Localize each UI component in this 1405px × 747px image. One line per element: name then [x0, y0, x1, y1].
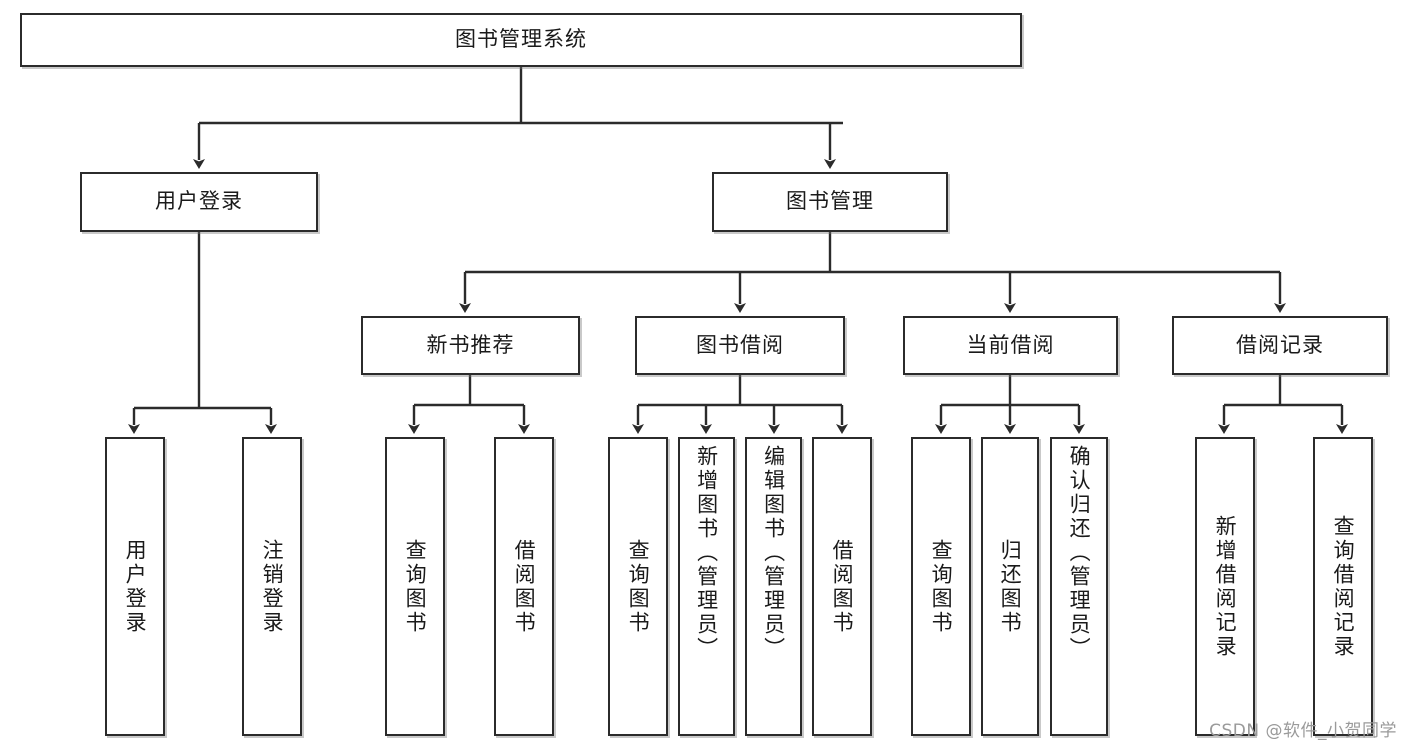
- leaf-current-confirm-return[interactable]: 确认归还（管理员）: [1050, 437, 1108, 736]
- leaf-current-confirm-return-label: 确认归还（管理员）: [1067, 445, 1092, 661]
- leaf-record-query-record[interactable]: 查询借阅记录: [1313, 437, 1373, 736]
- node-user-login[interactable]: 用户登录: [80, 172, 318, 232]
- leaf-logout[interactable]: 注销登录: [242, 437, 302, 736]
- leaf-record-query-record-label: 查询借阅记录: [1331, 514, 1356, 659]
- node-borrow-record[interactable]: 借阅记录: [1172, 316, 1388, 375]
- leaf-current-return-book[interactable]: 归还图书: [981, 437, 1039, 736]
- leaf-logout-label: 注销登录: [260, 538, 285, 635]
- leaf-recommend-borrow-book[interactable]: 借阅图书: [494, 437, 554, 736]
- leaf-recommend-query-book[interactable]: 查询图书: [385, 437, 445, 736]
- leaf-borrow-borrow-book-label: 借阅图书: [830, 538, 855, 635]
- node-root-label: 图书管理系统: [455, 27, 587, 52]
- leaf-borrow-borrow-book[interactable]: 借阅图书: [812, 437, 872, 736]
- leaf-record-add-record[interactable]: 新增借阅记录: [1195, 437, 1255, 736]
- leaf-user-login-label: 用户登录: [123, 538, 148, 635]
- node-book-management[interactable]: 图书管理: [712, 172, 948, 232]
- watermark: CSDN @软件_小贺同学: [1209, 721, 1397, 741]
- leaf-current-return-book-label: 归还图书: [998, 538, 1023, 635]
- leaf-borrow-query-book[interactable]: 查询图书: [608, 437, 668, 736]
- node-current-borrow-label: 当前借阅: [966, 332, 1055, 357]
- node-new-book-recommend[interactable]: 新书推荐: [361, 316, 580, 375]
- leaf-recommend-borrow-book-label: 借阅图书: [512, 538, 537, 635]
- node-user-login-label: 用户登录: [155, 189, 243, 214]
- leaf-recommend-query-book-label: 查询图书: [403, 538, 428, 635]
- node-book-management-label: 图书管理: [786, 189, 874, 214]
- node-book-borrow-label: 图书借阅: [696, 332, 784, 357]
- leaf-borrow-edit-book-label: 编辑图书（管理员）: [761, 445, 786, 661]
- node-root[interactable]: 图书管理系统: [20, 13, 1022, 67]
- leaf-current-query-book-label: 查询图书: [929, 538, 954, 635]
- node-current-borrow[interactable]: 当前借阅: [903, 316, 1118, 375]
- leaf-borrow-add-book[interactable]: 新增图书（管理员）: [678, 437, 735, 736]
- leaf-borrow-query-book-label: 查询图书: [626, 538, 651, 635]
- node-new-book-recommend-label: 新书推荐: [426, 332, 515, 357]
- leaf-user-login[interactable]: 用户登录: [105, 437, 165, 736]
- leaf-borrow-edit-book[interactable]: 编辑图书（管理员）: [745, 437, 802, 736]
- leaf-current-query-book[interactable]: 查询图书: [911, 437, 971, 736]
- node-borrow-record-label: 借阅记录: [1236, 332, 1324, 357]
- leaf-borrow-add-book-label: 新增图书（管理员）: [694, 445, 719, 661]
- node-book-borrow[interactable]: 图书借阅: [635, 316, 845, 375]
- leaf-record-add-record-label: 新增借阅记录: [1213, 514, 1238, 659]
